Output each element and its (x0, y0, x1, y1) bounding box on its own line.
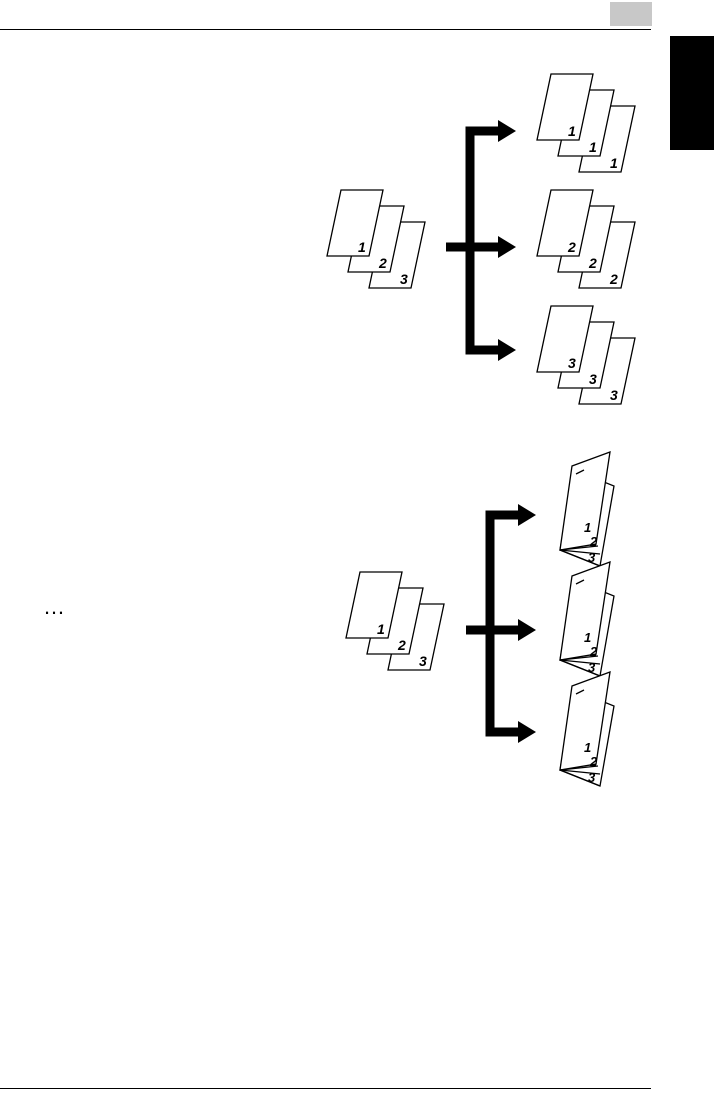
sort-output-2-sheet-label-1: 2 (567, 239, 576, 255)
booklet-arrow-branch-2 (490, 626, 522, 635)
sort-arrow-arrowhead-2 (498, 236, 516, 258)
sort-input-sheet-label-1: 1 (358, 239, 366, 255)
booklet-input-sheet-label-2: 2 (397, 637, 406, 653)
sort-arrow-arrowhead-1 (498, 120, 516, 142)
booklet-output-2-label-3: 3 (588, 660, 596, 675)
booklet-arrow-arrowhead-3 (518, 721, 536, 743)
sort-arrow-branch-1 (470, 127, 502, 136)
sort-output-1-sheet-label-3: 1 (610, 155, 618, 171)
booklet-arrow-bar (486, 511, 495, 737)
booklet-output-2-label-1: 1 (584, 630, 591, 645)
booklet-output-1-label-2: 2 (589, 534, 598, 549)
booklet-output-3-label-2: 2 (589, 754, 598, 769)
booklet-output-3-label-3: 3 (588, 770, 596, 785)
sort-output-3-sheet-label-3: 3 (610, 387, 618, 403)
booklet-output-3-label-1: 1 (584, 740, 591, 755)
sort-arrow-arrowhead-3 (498, 339, 516, 361)
booklet-input-sheet-label-3: 3 (419, 653, 427, 669)
sort-output-1-sheet-label-1: 1 (568, 123, 576, 139)
booklet-arrow-arrowhead-2 (518, 619, 536, 641)
booklet-output-2-label-2: 2 (589, 644, 598, 659)
booklet-arrow-branch-3 (490, 728, 522, 737)
booklet-arrow-branch-1 (490, 511, 522, 520)
booklet-input-sheet-label-1: 1 (377, 621, 385, 637)
booklet-output-1-label-3: 3 (588, 550, 596, 565)
sort-output-3-sheet-label-1: 3 (568, 355, 576, 371)
sort-output-3-sheet-label-2: 3 (589, 371, 597, 387)
sort-arrow-branch-2 (470, 243, 502, 252)
sort-output-2-sheet-label-3: 2 (609, 271, 618, 287)
sort-output-1-sheet-label-2: 1 (589, 139, 597, 155)
booklet-output-1-label-1: 1 (584, 520, 591, 535)
sort-output-2-sheet-label-2: 2 (588, 255, 597, 271)
sort-input-sheet-label-2: 2 (378, 255, 387, 271)
booklet-arrow-arrowhead-1 (518, 504, 536, 526)
sort-input-sheet-label-3: 3 (400, 271, 408, 287)
sort-arrow-bar (466, 127, 475, 355)
sort-arrow-branch-3 (470, 346, 502, 355)
